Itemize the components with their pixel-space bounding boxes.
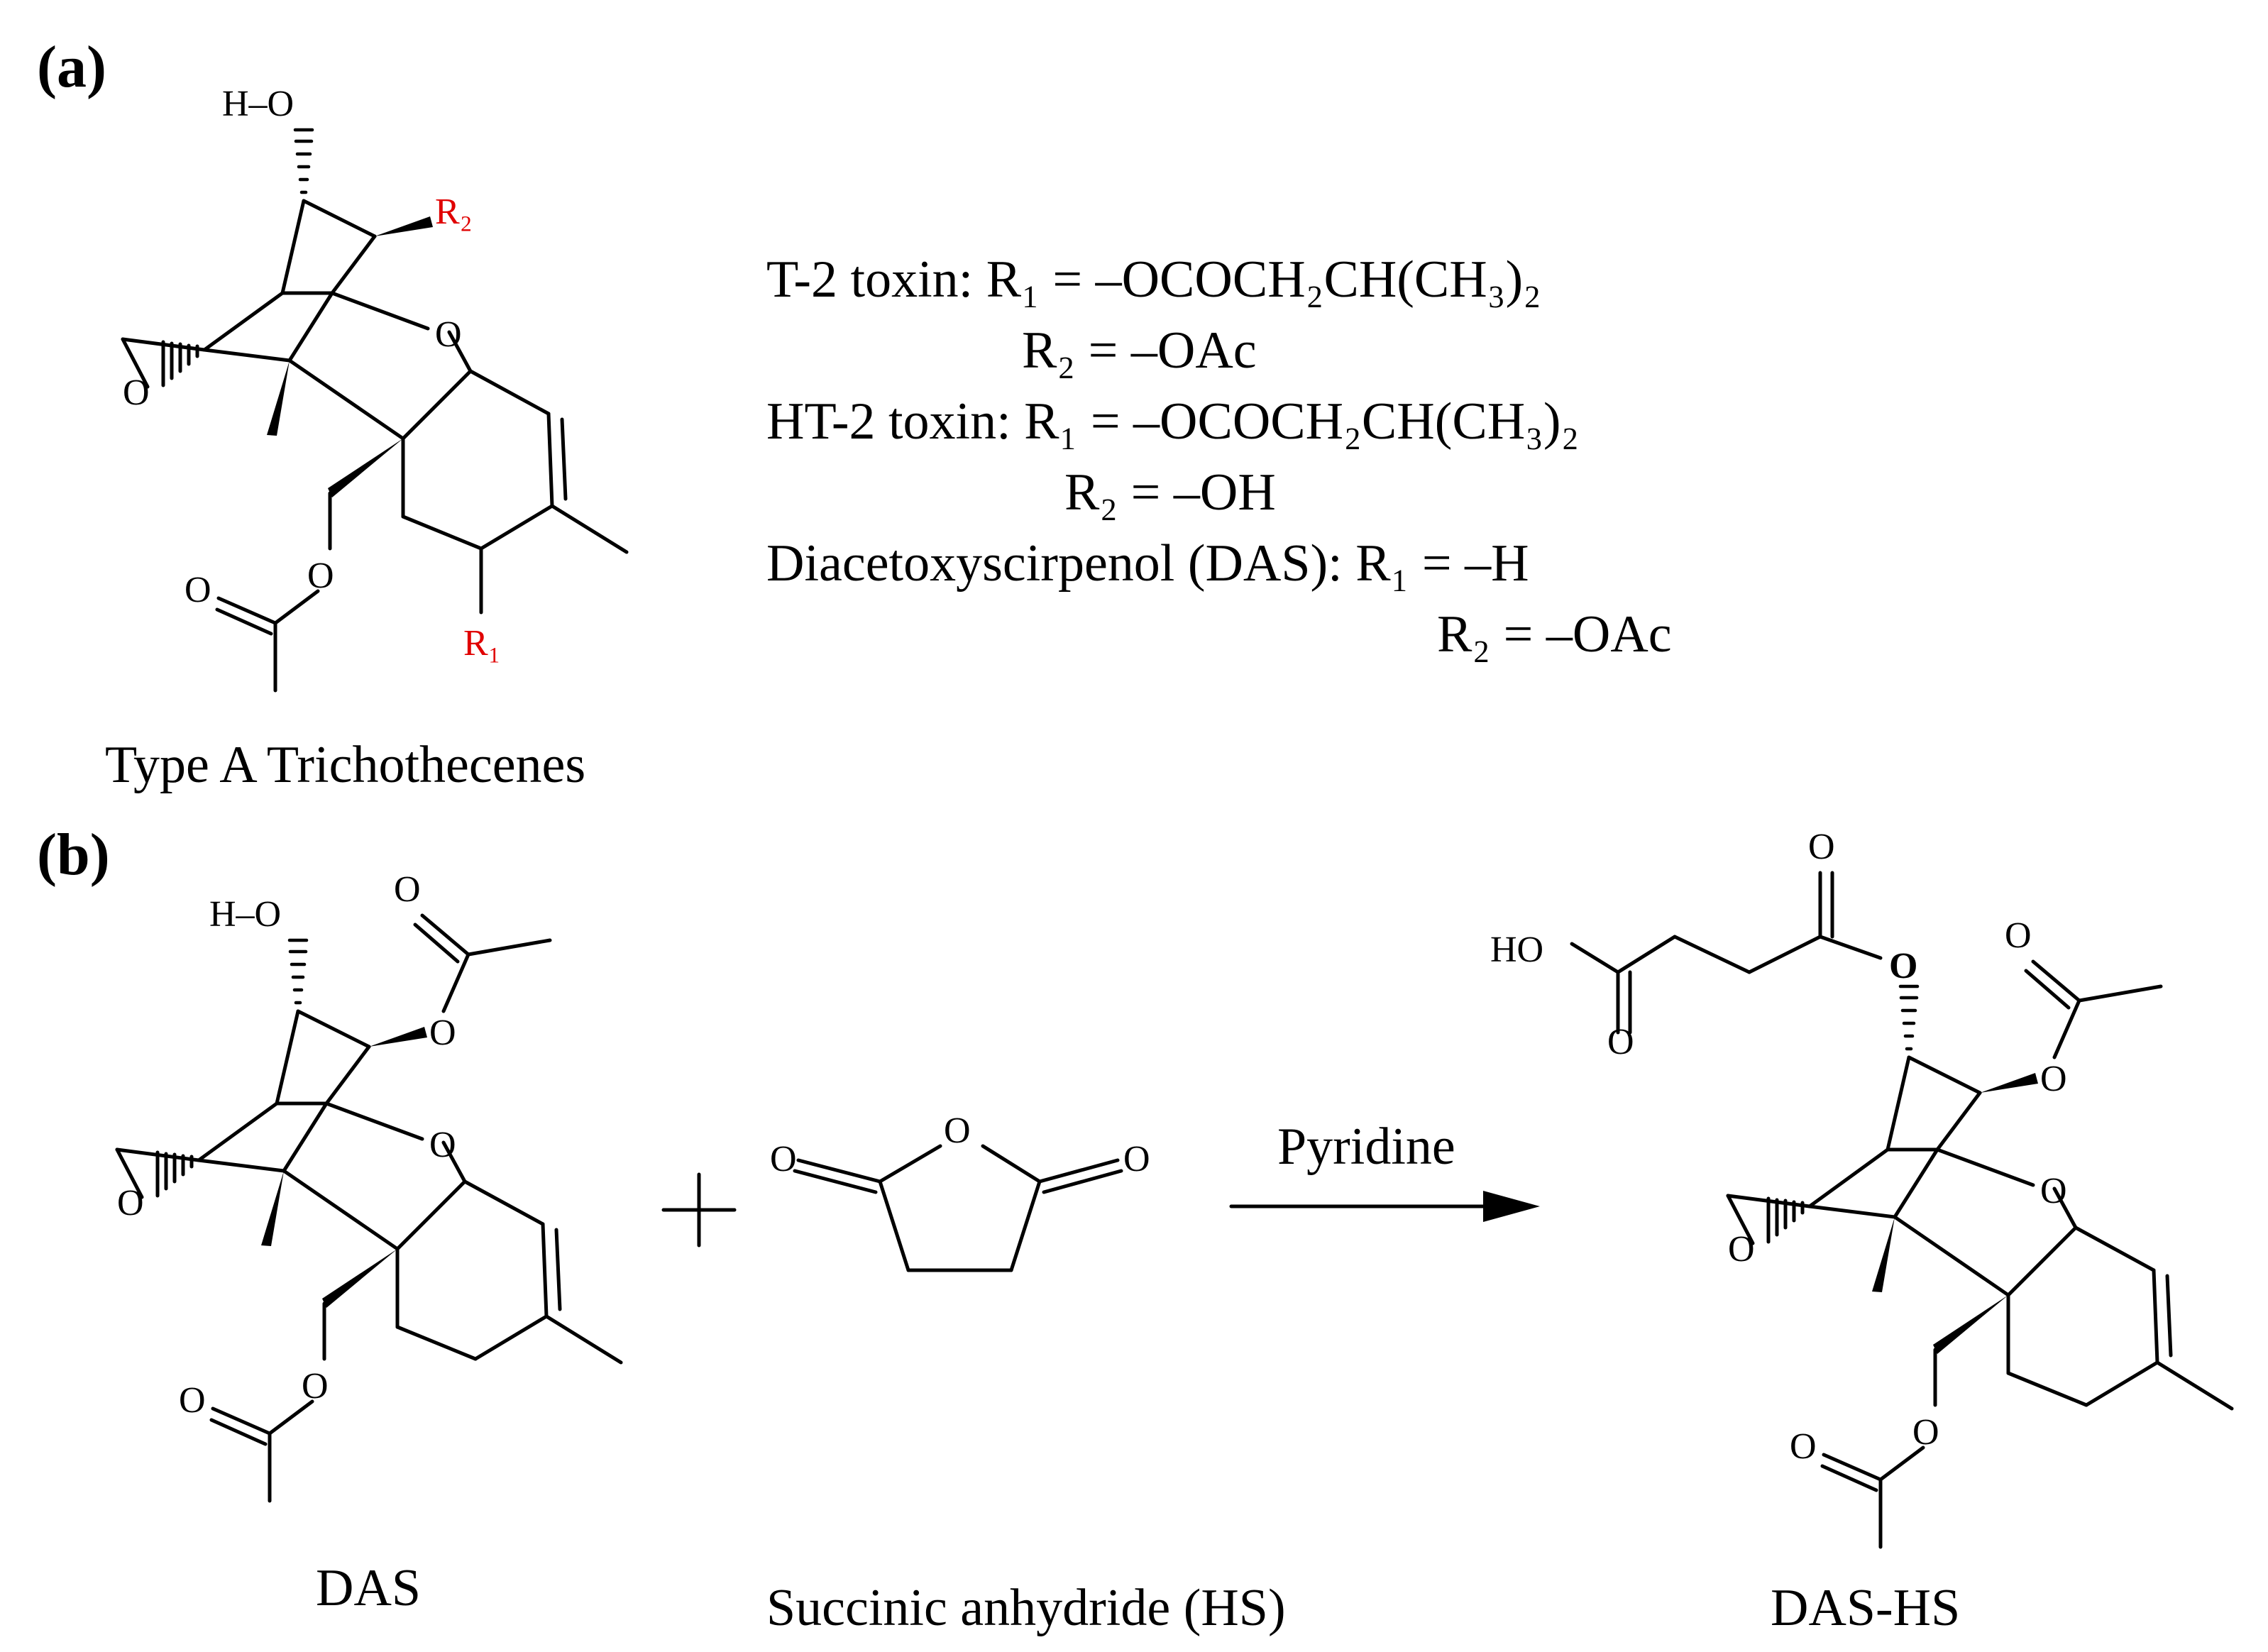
carboxyl-carbonyl-label: O [1607,1022,1634,1062]
acetate-carbonyl-label: O [394,869,421,910]
succinic-anhydride-structure: O O O [770,1111,1150,1272]
das-hs-structure: O O O O HO O [1490,827,2232,1547]
carbonyl-oxygen-left-label: O [770,1139,797,1179]
r1-label: R₁ [463,623,501,663]
das-r2-definition: R₂ = –OAc [1437,605,1672,663]
carbonyl-oxygen-right-label: O [1123,1139,1150,1179]
reaction-arrow [1229,1191,1540,1222]
ester-link-oxygen-label: O [1889,946,1917,986]
ring-oxygen-label: O [944,1111,971,1151]
acetate-oxygen-label: O [2040,1059,2067,1099]
succinyl-carbonyl-label: O [1808,827,1835,867]
succinic-anhydride-caption: Succinic anhydride (HS) [766,1579,1286,1637]
ht2-r1-definition: HT-2 toxin: R₁ = –OCOCH₂CH(CH₃)₂ [766,392,1579,451]
trichothecene-core-structure: H–O R₂ R₁ [123,84,627,690]
reagent-label: Pyridine [1277,1118,1455,1176]
das-caption: DAS [316,1559,421,1617]
carboxyl-hydroxyl-label: HO [1490,930,1543,970]
type-a-caption: Type A Trichothecenes [105,736,585,794]
das-r1-definition: Diacetoxyscirpenol (DAS): R₁ = –H [766,534,1529,593]
panel-b-label: (b) [37,822,110,888]
panel-a-label: (a) [37,34,106,100]
hydroxyl-label: H–O [209,894,281,935]
substituent-definitions: T-2 toxin: R₁ = –OCOCH₂CH(CH₃)₂ R₂ = –OA… [766,250,1672,663]
t2-r1-definition: T-2 toxin: R₁ = –OCOCH₂CH(CH₃)₂ [766,250,1541,309]
das-hs-caption: DAS-HS [1771,1579,1960,1637]
acetate-carbonyl-label: O [2005,915,2032,956]
plus-sign [661,1172,737,1248]
hydroxyl-label: H–O [222,84,294,124]
ht2-r2-definition: R₂ = –OH [1064,463,1276,522]
das-structure: H–O O O [117,869,621,1501]
t2-r2-definition: R₂ = –OAc [1022,321,1257,380]
r2-label: R₂ [435,192,473,232]
acetate-oxygen-label: O [429,1013,456,1053]
